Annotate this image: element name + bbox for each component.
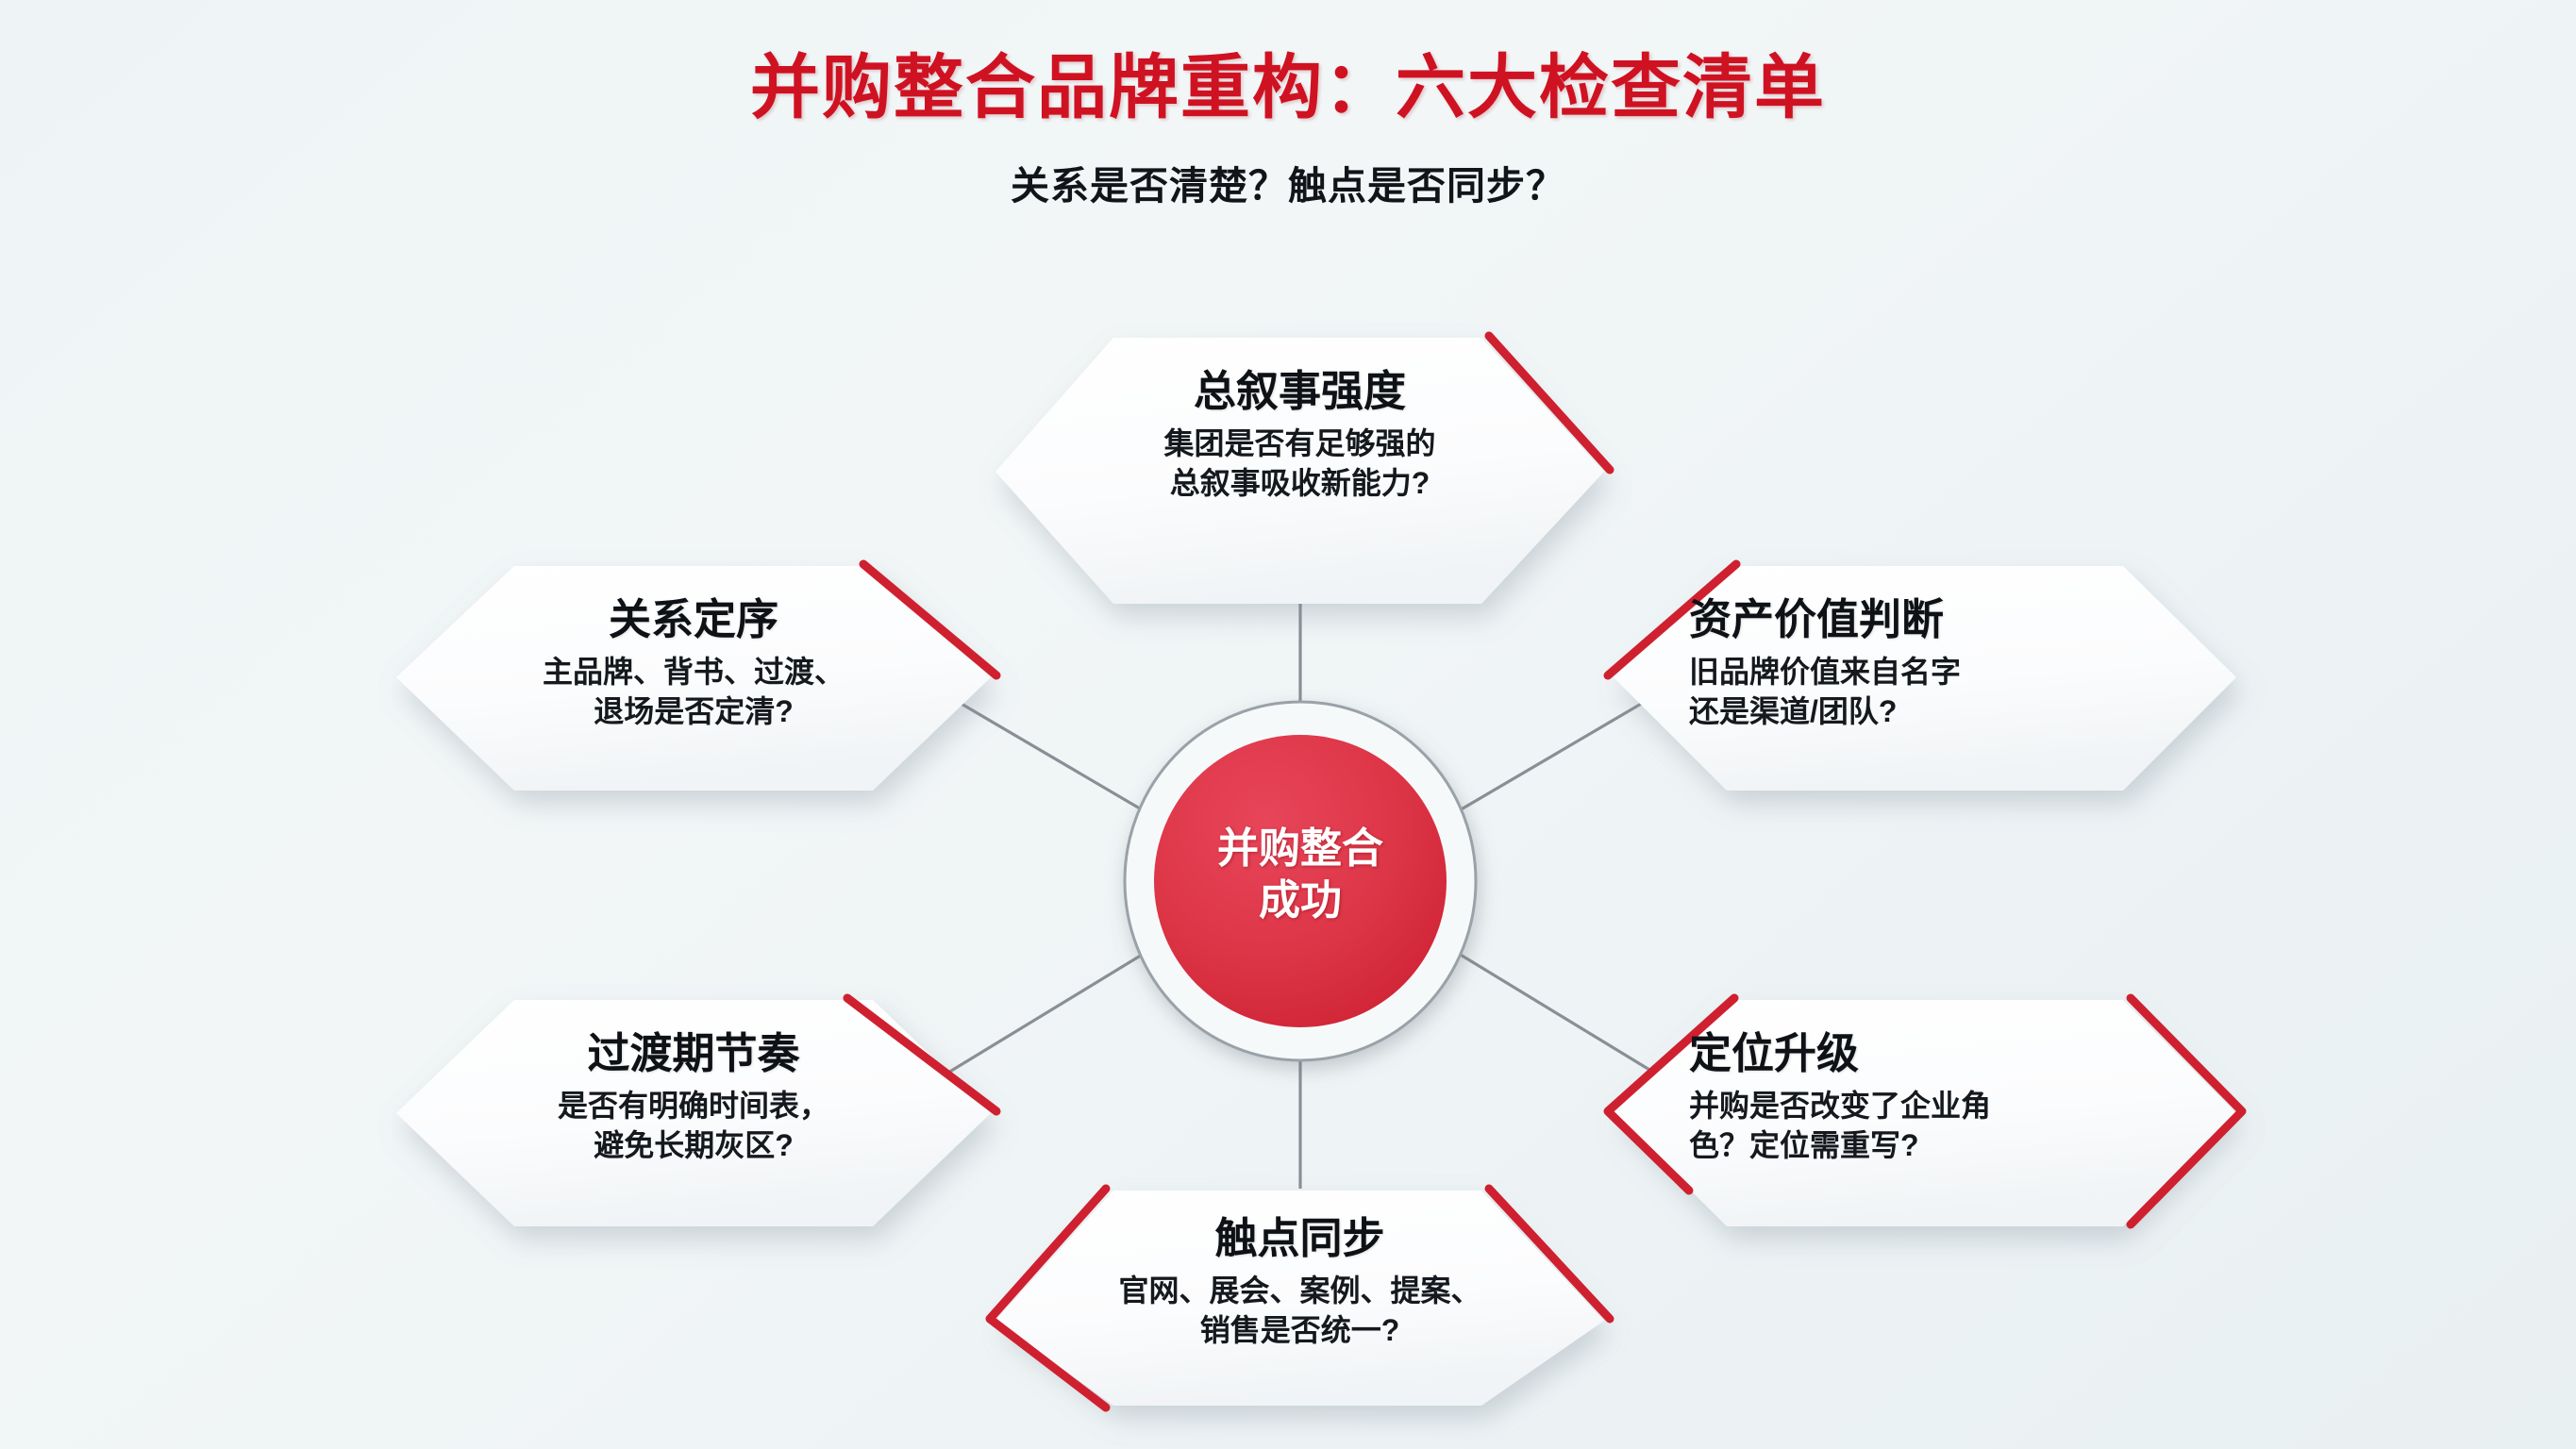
connector-left-top	[943, 691, 1162, 823]
page-title: 并购整合品牌重构：六大检查清单	[750, 48, 1826, 126]
center-hub[interactable]	[1123, 700, 1478, 1062]
hex-node-relationship-order[interactable]	[396, 559, 1001, 791]
hex-node-narrative-strength[interactable]	[995, 331, 1614, 604]
hex-shape	[396, 1000, 991, 1226]
accent-stroke-left	[1603, 993, 1739, 1195]
accent-stroke-right	[1484, 1184, 1614, 1324]
hex-shape	[1614, 566, 2236, 791]
accent-stroke	[1603, 559, 1741, 680]
hex-shape	[396, 566, 991, 791]
hex-node-positioning-upgrade[interactable]	[1603, 993, 2247, 1229]
accent-stroke-left	[985, 1184, 1111, 1412]
center-disc	[1154, 735, 1447, 1027]
hex-shape	[1614, 1000, 2236, 1226]
hex-shape	[995, 1191, 1604, 1406]
accent-stroke	[859, 559, 1001, 680]
connector-left-bottom	[943, 941, 1162, 1077]
connector-right-top	[1441, 691, 1660, 823]
accent-stroke	[1484, 331, 1614, 475]
hex-node-transition-rhythm[interactable]	[396, 993, 1001, 1226]
hex-node-asset-value-judgment[interactable]	[1603, 559, 2236, 791]
hex-node-touchpoint-sync[interactable]	[985, 1184, 1614, 1412]
slide-header: 并购整合品牌重构：六大检查清单 关系是否清楚？触点是否同步？	[0, 0, 2576, 210]
accent-stroke-right	[2126, 993, 2247, 1229]
connector-right-bottom	[1441, 941, 1660, 1077]
hex-shape	[995, 338, 1604, 604]
page-subtitle: 关系是否清楚？触点是否同步？	[1011, 164, 1565, 208]
accent-stroke	[843, 993, 1001, 1116]
